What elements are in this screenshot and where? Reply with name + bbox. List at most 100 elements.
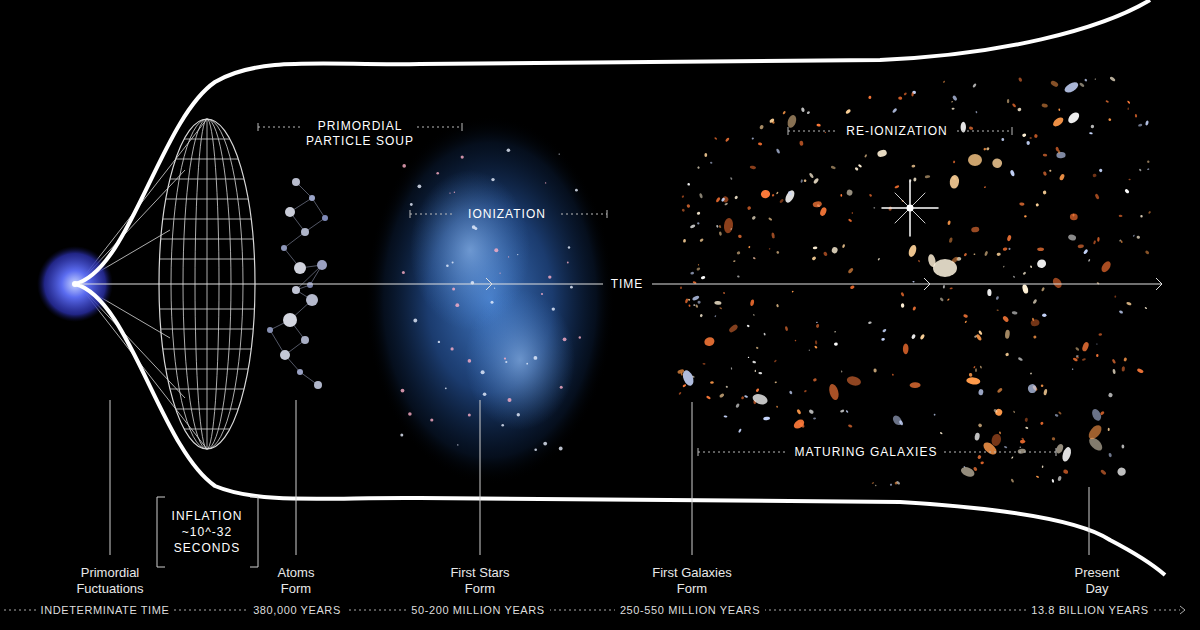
- galaxy-dot: [963, 314, 968, 318]
- galaxy-dot: [751, 215, 756, 220]
- nebula-star: [468, 413, 471, 416]
- galaxy-dot: [1027, 384, 1037, 394]
- galaxy-dot: [894, 185, 899, 189]
- galaxy-dot: [995, 296, 999, 301]
- galaxy-dot: [695, 304, 699, 308]
- nebula-star: [517, 413, 520, 416]
- galaxy-dot: [1018, 77, 1023, 82]
- era-label: RE-IONIZATION: [846, 124, 947, 139]
- galaxy-dot: [834, 331, 836, 333]
- galaxy-dot: [753, 257, 756, 260]
- galaxy-dot: [911, 92, 914, 96]
- galaxy-dot: [1084, 78, 1088, 81]
- galaxy-dot: [947, 298, 950, 301]
- galaxy-dot: [752, 361, 756, 364]
- galaxy-dot: [686, 204, 691, 209]
- galaxy-dot: [723, 415, 727, 418]
- galaxy-dot: [682, 384, 686, 388]
- galaxy-dot: [1076, 357, 1079, 359]
- galaxy-dot: [854, 167, 858, 171]
- galaxy-dot: [847, 267, 854, 274]
- galaxy-dot: [943, 285, 945, 289]
- galaxy-dot: [1010, 478, 1014, 483]
- nebula-star: [567, 262, 569, 264]
- galaxy-dot: [1098, 168, 1102, 173]
- galaxy-dot: [840, 194, 842, 197]
- galaxy-dot: [943, 80, 945, 83]
- galaxy-dot: [1070, 213, 1078, 220]
- galaxy-dot: [714, 315, 716, 317]
- galaxy-dot: [1051, 276, 1063, 289]
- galaxy-dot: [1013, 410, 1015, 413]
- galaxy-dot: [769, 248, 771, 250]
- galaxy-dot: [1076, 355, 1079, 357]
- galaxy-dot: [750, 165, 757, 170]
- galaxy-dot: [784, 189, 797, 204]
- galaxy-dot: [1029, 137, 1032, 139]
- galaxy-dot: [798, 422, 805, 429]
- galaxy-dot: [850, 285, 855, 289]
- galaxy-dot: [1108, 453, 1112, 458]
- galaxy-dot: [693, 304, 695, 306]
- galaxy-dot: [1075, 347, 1080, 352]
- nebula-star: [461, 156, 464, 159]
- galaxy-dot: [734, 195, 738, 199]
- galaxy-dot: [756, 346, 759, 349]
- nebula-star: [401, 389, 405, 393]
- galaxy-dot: [696, 267, 701, 271]
- galaxy-dot: [912, 281, 914, 283]
- galaxy-dot: [685, 298, 689, 303]
- galaxy-dot: [873, 368, 877, 372]
- galaxy-dot: [1018, 357, 1024, 362]
- galaxy-dot: [1112, 358, 1117, 364]
- galaxy-dot: [903, 92, 907, 96]
- galaxy-dot: [714, 301, 722, 306]
- galaxy-dot: [918, 260, 920, 263]
- bright-galaxy: [968, 154, 982, 166]
- galaxy-dot: [1112, 369, 1116, 375]
- galaxy-dot: [963, 253, 967, 257]
- galaxy-dot: [1127, 100, 1131, 104]
- galaxy-dot: [779, 198, 784, 203]
- galaxy-dot: [714, 137, 717, 140]
- galaxy-dot: [1051, 437, 1055, 441]
- galaxy-dot: [1001, 138, 1004, 141]
- galaxy-dot: [981, 440, 998, 457]
- galaxy-dot: [1051, 116, 1065, 129]
- galaxy-dot: [1145, 120, 1149, 126]
- galaxy-dot: [1019, 446, 1021, 448]
- galaxy-dot: [719, 307, 722, 310]
- galaxy-dot: [1041, 384, 1044, 387]
- galaxy-dot: [1098, 333, 1102, 336]
- era-time: 380,000 YEARS: [248, 603, 346, 618]
- galaxy-dot: [868, 95, 871, 99]
- galaxy-dot: [1072, 368, 1074, 370]
- galaxy-dot: [787, 190, 792, 195]
- galaxy-dot: [1033, 335, 1037, 339]
- galaxy-dot: [993, 408, 998, 413]
- galaxy-dot: [1003, 266, 1005, 268]
- nebula-star: [400, 434, 403, 437]
- nebula-star: [570, 286, 573, 289]
- galaxy-dot: [1091, 125, 1095, 129]
- galaxy-dot: [975, 111, 977, 114]
- galaxy-dot: [775, 381, 777, 383]
- galaxy-dot: [846, 375, 862, 387]
- event-label: Primordial Fuctuations: [60, 565, 160, 597]
- galaxy-dot: [892, 108, 898, 114]
- galaxy-dot: [687, 183, 690, 186]
- galaxy-dot: [794, 340, 796, 342]
- era-time: 13.8 BILLION YEARS: [1026, 603, 1154, 618]
- galaxy-dot: [753, 314, 755, 316]
- galaxy-dot: [940, 432, 943, 435]
- galaxy-dot: [1043, 154, 1048, 157]
- galaxy-dot: [984, 186, 986, 188]
- nebula-star: [451, 347, 454, 350]
- event-tick: [110, 400, 1089, 555]
- galaxy-dot: [1072, 357, 1078, 362]
- galaxy-dot: [1056, 152, 1066, 159]
- nebula-star: [526, 363, 528, 365]
- galaxy-dot: [782, 111, 786, 115]
- galaxy-dot: [697, 300, 701, 304]
- galaxy-dot: [814, 345, 818, 349]
